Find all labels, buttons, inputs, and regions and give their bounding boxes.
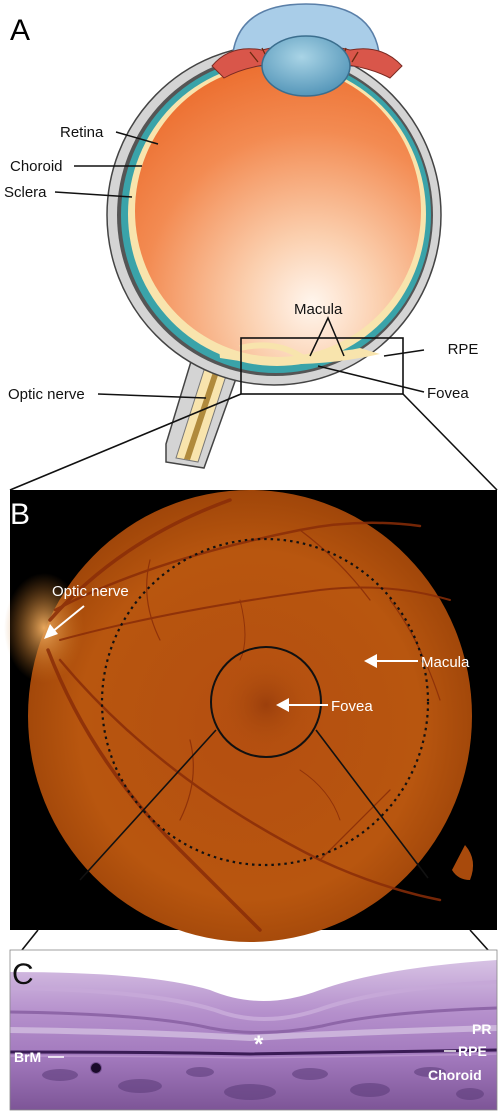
zoom-line-bc-left (21, 929, 39, 951)
zoom-line-c-right (315, 729, 429, 879)
histology-rpe-layer (10, 1048, 497, 1056)
fovea-fundus-label: Fovea (331, 698, 373, 715)
histology-brm-layer (10, 1053, 497, 1059)
brm-label: BrM (14, 1049, 41, 1065)
histology-dark-cell (91, 1063, 101, 1073)
histology-inner-layer (10, 980, 497, 1021)
optic-nerve-label: Optic nerve (8, 386, 85, 403)
optic-disc (4, 573, 84, 683)
histology-frame (9, 949, 498, 1111)
panel-a-letter: A (10, 14, 30, 47)
panel-b-letter: B (10, 498, 30, 531)
histology-pr-layer (10, 1025, 497, 1042)
retina-label: Retina (60, 124, 104, 141)
sclera-label: Sclera (4, 184, 47, 201)
rpe-histology-label: RPE (458, 1043, 487, 1059)
fundus-notch (452, 845, 474, 880)
rpe-label: RPE (448, 341, 479, 358)
zoom-line-c-left (79, 729, 217, 881)
macula-zoom-box (240, 337, 404, 395)
optic-nerve-leader (97, 393, 207, 399)
histology-middle-layer (10, 1006, 497, 1035)
macula-label: Macula (294, 301, 343, 318)
macula-leader (309, 316, 345, 357)
fovea-label: Fovea (427, 385, 469, 402)
zoom-line-right (402, 393, 498, 491)
zoom-line-left (9, 393, 242, 491)
fovea-darkening (218, 657, 314, 753)
sclera-leader (54, 191, 133, 198)
retinal-vessels (46, 498, 451, 932)
fovea-leader (317, 365, 425, 393)
rpe-leader (383, 349, 425, 357)
optic-nerve-fundus-label: Optic nerve (52, 583, 129, 600)
macula-dotted-circle (100, 537, 430, 867)
foveal-pit-star: * (254, 1031, 264, 1058)
foveal-pit (239, 342, 342, 363)
panel-c: C * PR RPE BrM Choroid (9, 949, 498, 1111)
optic-nerve-arrow (44, 605, 85, 639)
choroid-histology-label: Choroid (428, 1067, 482, 1083)
retina-leader (115, 131, 159, 145)
panel-c-letter: C (12, 958, 34, 991)
panel-b: B Optic nerve Macula Fovea (4, 490, 497, 942)
fovea-circle (210, 646, 322, 758)
fovea-arrow (276, 698, 328, 712)
vitreous-body (135, 65, 421, 357)
choroid-label: Choroid (10, 158, 63, 175)
macula-arrow (364, 654, 418, 668)
panel-a: A Retina Choroid Sclera Macula RPE Optic… (4, 3, 498, 491)
pr-label: PR (472, 1021, 491, 1037)
lens (261, 35, 351, 97)
zoom-line-bc-right (469, 929, 489, 951)
macula-fundus-label: Macula (421, 654, 470, 671)
